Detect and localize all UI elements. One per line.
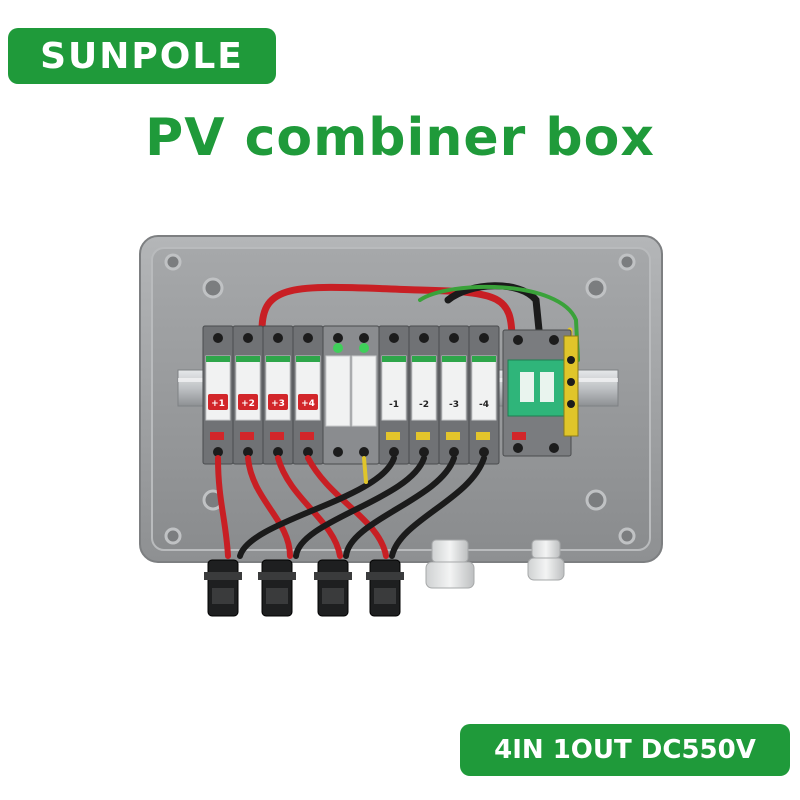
module-label: +4 [301,399,315,409]
brand-badge: SUNPOLE [8,28,276,84]
breaker-modules: +1 +2 +3 +4 -1 -2 -3 -4 [202,325,579,465]
module-label: +3 [271,399,285,409]
module-label: -4 [479,400,489,410]
spec-badge: 4IN 1OUT DC550V [460,724,790,776]
brand-name: SUNPOLE [40,35,244,77]
module-label: -3 [449,400,459,410]
module-label: +1 [211,399,225,409]
module-label: +2 [241,399,255,409]
screw-hole-icon [164,253,636,545]
input-cables [215,455,487,559]
module-label: -1 [389,400,399,410]
cable-glands [425,539,565,589]
mc4-connectors [204,559,404,617]
module-label: -2 [419,400,429,410]
product-title: PV combiner box [145,108,655,168]
spec-text: 4IN 1OUT DC550V [494,735,756,765]
